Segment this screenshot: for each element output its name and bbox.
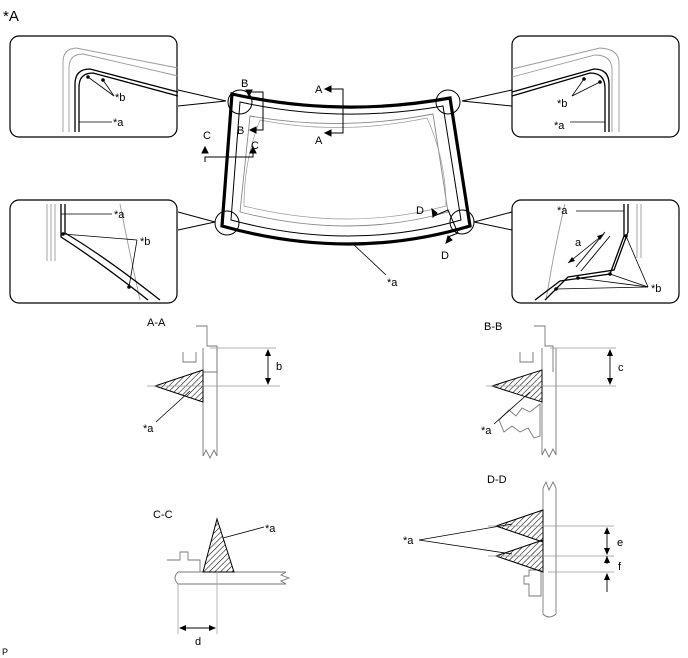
corner-marker-bottom-left (214, 210, 240, 236)
section-cut-CC (201, 145, 257, 162)
section-view-DD (418, 480, 614, 618)
section-mark-A-top: A (315, 84, 323, 96)
section-mark-D-bottom: D (441, 250, 449, 262)
detail-panel-top-left (9, 35, 227, 138)
dimension-f-label: f (618, 561, 622, 573)
footer-code: P (2, 647, 8, 657)
section-view-AA (147, 325, 280, 460)
callout-b-top-left: *b (115, 92, 125, 104)
section-mark-A-bottom: A (315, 135, 323, 147)
section-cut-BB (245, 89, 264, 134)
callout-a-bottom-right: *a (557, 205, 568, 217)
section-title-CC: C-C (153, 509, 173, 521)
corner-marker-top-left (227, 89, 253, 115)
section-title-BB: B-B (484, 321, 502, 333)
leader-line (351, 242, 387, 276)
callout-a-section-DD: *a (403, 535, 414, 547)
windshield-outline (220, 92, 472, 246)
section-title-DD: D-D (487, 474, 507, 486)
callout-b-top-right: *b (557, 98, 567, 110)
section-mark-C-right: C (251, 140, 259, 152)
callout-a-section-BB: *a (481, 425, 492, 437)
section-view-BB (486, 325, 616, 459)
section-mark-B-top: B (241, 78, 248, 90)
callout-a-top-right: *a (554, 120, 565, 132)
section-cut-DD (431, 207, 459, 244)
detail-panel-bottom-left (9, 199, 216, 304)
dimension-b-label: b (276, 361, 282, 373)
dimension-d-label: d (195, 636, 201, 648)
callout-b-bottom-right: *b (651, 283, 661, 295)
callout-a-bottom-left: *a (114, 209, 125, 221)
section-mark-D-top: D (416, 205, 424, 217)
callout-b-bottom-left: *b (140, 236, 150, 248)
detail-panel-top-right (461, 35, 680, 138)
figure-title: *A (3, 8, 19, 25)
dim-a-line (567, 233, 605, 264)
section-mark-B-bottom: B (237, 125, 244, 137)
dimension-a-label: a (575, 237, 582, 249)
callout-a-windshield: *a (387, 277, 398, 289)
corner-marker-top-right (435, 89, 461, 115)
callout-a-section-AA: *a (143, 423, 154, 435)
detail-panel-bottom-right (473, 199, 680, 304)
section-cut-AA (323, 85, 344, 137)
callout-a-top-left: *a (113, 117, 124, 129)
dimension-e-label: e (617, 537, 623, 549)
section-view-CC (167, 517, 291, 634)
dimension-c-label: c (618, 362, 624, 374)
callout-a-section-CC: *a (265, 523, 276, 535)
section-mark-C-left: C (203, 130, 211, 142)
section-title-AA: A-A (147, 317, 166, 329)
